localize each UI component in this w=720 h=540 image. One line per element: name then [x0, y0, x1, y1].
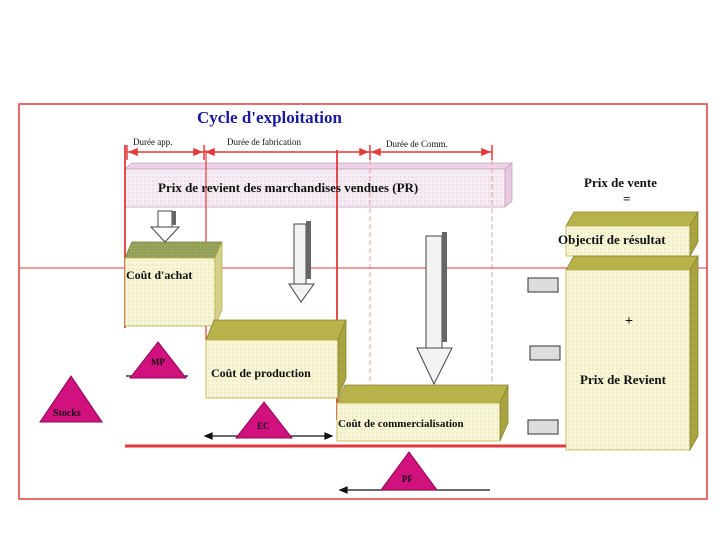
pr-banner-label: Prix de revient des marchandises vendues…: [158, 180, 418, 196]
triangle-ec: [236, 402, 292, 438]
plus-sign: +: [625, 314, 633, 330]
cout-commercialisation-box: [337, 385, 508, 441]
prix-revient-label: Prix de Revient: [580, 372, 666, 388]
cout-commercialisation-label: Coût de commercialisation: [338, 418, 464, 430]
connector-arrow: [528, 278, 560, 434]
triangle-pf-label: PF: [402, 474, 413, 484]
down-arrow: [151, 211, 179, 242]
cout-achat-box: [125, 242, 222, 326]
triangle-pf: [381, 452, 437, 490]
prix-vente-label: Prix de vente: [584, 175, 657, 191]
down-arrow: [417, 232, 452, 384]
duration-comm-label: Durée de Comm.: [386, 139, 448, 149]
duration-app-label: Durée app.: [133, 137, 172, 147]
cout-achat-label: Coût d'achat: [126, 268, 192, 283]
equals-sign: =: [623, 191, 630, 207]
prix-revient-box: [566, 256, 698, 450]
cout-production-label: Coût de production: [211, 366, 311, 381]
objectif-label: Objectif de résultat: [558, 232, 666, 248]
triangle-stocks-label: Stocks: [53, 408, 81, 419]
triangle-ec-label: EC: [257, 421, 270, 431]
diagram-title: Cycle d'exploitation: [197, 108, 342, 128]
down-arrow: [289, 221, 314, 302]
cout-production-box: [206, 320, 346, 398]
duration-fabrication-label: Durée de fabrication: [227, 137, 301, 147]
triangle-mp-label: MP: [151, 357, 165, 367]
